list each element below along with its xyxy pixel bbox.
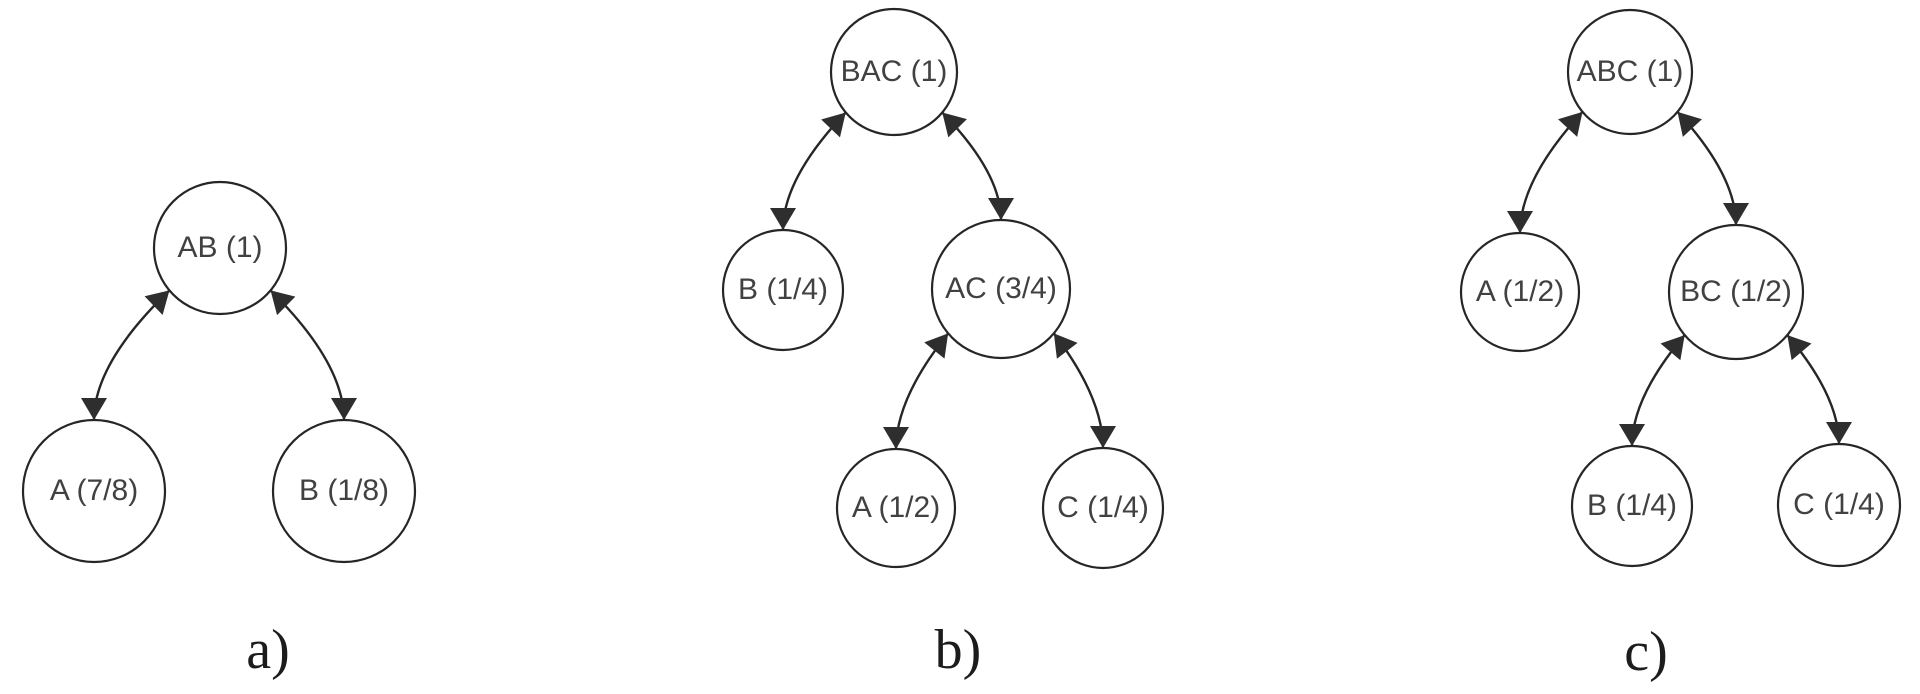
arrowhead-into-BC xyxy=(1787,335,1812,361)
arrowhead-into-C xyxy=(1090,426,1116,448)
node-BAC-circle xyxy=(829,7,959,137)
arrowhead-into-AC xyxy=(988,198,1014,220)
arrowhead-into-BAC xyxy=(821,112,846,138)
arrowhead-into-BAC xyxy=(942,112,967,138)
tree-a: AB (1) A (7/8) B (1/8) a) xyxy=(21,180,417,681)
arrowhead-into-ABC xyxy=(1558,111,1583,137)
node-B-label: B (1/8) xyxy=(299,474,389,507)
node-C-label: C (1/4) xyxy=(1057,491,1149,524)
arrowhead-into-B xyxy=(331,398,357,420)
node-BC-circle xyxy=(1667,223,1805,361)
node-A-label: A (1/2) xyxy=(1476,275,1564,308)
node-A-circle xyxy=(21,418,167,564)
tree-caption: a) xyxy=(246,619,290,681)
arrowhead-into-AC xyxy=(924,333,949,359)
arrowhead-into-AB xyxy=(270,290,296,316)
node-AC-circle xyxy=(930,218,1072,360)
node-B-circle xyxy=(1570,444,1694,568)
node-A-circle xyxy=(835,447,957,569)
tree-b: BAC (1) B (1/4) AC (3/4) A (1/2) C (1/4) b) xyxy=(721,7,1165,681)
node-C-circle xyxy=(1041,446,1165,570)
node-ABC-label: ABC (1) xyxy=(1577,55,1684,88)
node-BC-label: BC (1/2) xyxy=(1680,275,1792,308)
arrowhead-into-AB xyxy=(144,290,170,316)
node-C-label: C (1/4) xyxy=(1793,488,1885,521)
node-A-label: A (1/2) xyxy=(852,491,940,524)
node-AC-label: AC (3/4) xyxy=(945,272,1057,305)
node-B-circle xyxy=(271,418,417,564)
node-ABC-circle xyxy=(1566,8,1694,136)
node-B-circle xyxy=(721,228,845,352)
node-A-circle xyxy=(1459,231,1581,353)
node-B-label: B (1/4) xyxy=(1587,489,1677,522)
arrowhead-into-ABC xyxy=(1677,111,1702,137)
arrowhead-into-C xyxy=(1826,422,1852,444)
node-C-circle xyxy=(1776,442,1902,568)
arrowhead-into-BC xyxy=(1660,335,1685,361)
arrowhead-into-BC xyxy=(1723,203,1749,225)
node-BAC-label: BAC (1) xyxy=(841,55,948,88)
node-B-label: B (1/4) xyxy=(738,273,828,306)
node-AB-circle xyxy=(152,180,288,316)
arrowhead-into-B xyxy=(770,208,796,230)
node-AB-label: AB (1) xyxy=(177,231,262,264)
tree-c: ABC (1) A (1/2) BC (1/2) B (1/4) C (1/4) c) xyxy=(1459,8,1902,683)
arrowhead-into-A xyxy=(1507,211,1533,233)
tree-caption: c) xyxy=(1624,621,1668,683)
arrowhead-into-AC xyxy=(1053,333,1078,359)
arrowhead-into-B xyxy=(1619,424,1645,446)
tree-caption: b) xyxy=(935,619,982,681)
node-A-label: A (7/8) xyxy=(50,474,138,507)
arrowhead-into-A xyxy=(81,398,107,420)
arrowhead-into-A xyxy=(883,427,909,449)
